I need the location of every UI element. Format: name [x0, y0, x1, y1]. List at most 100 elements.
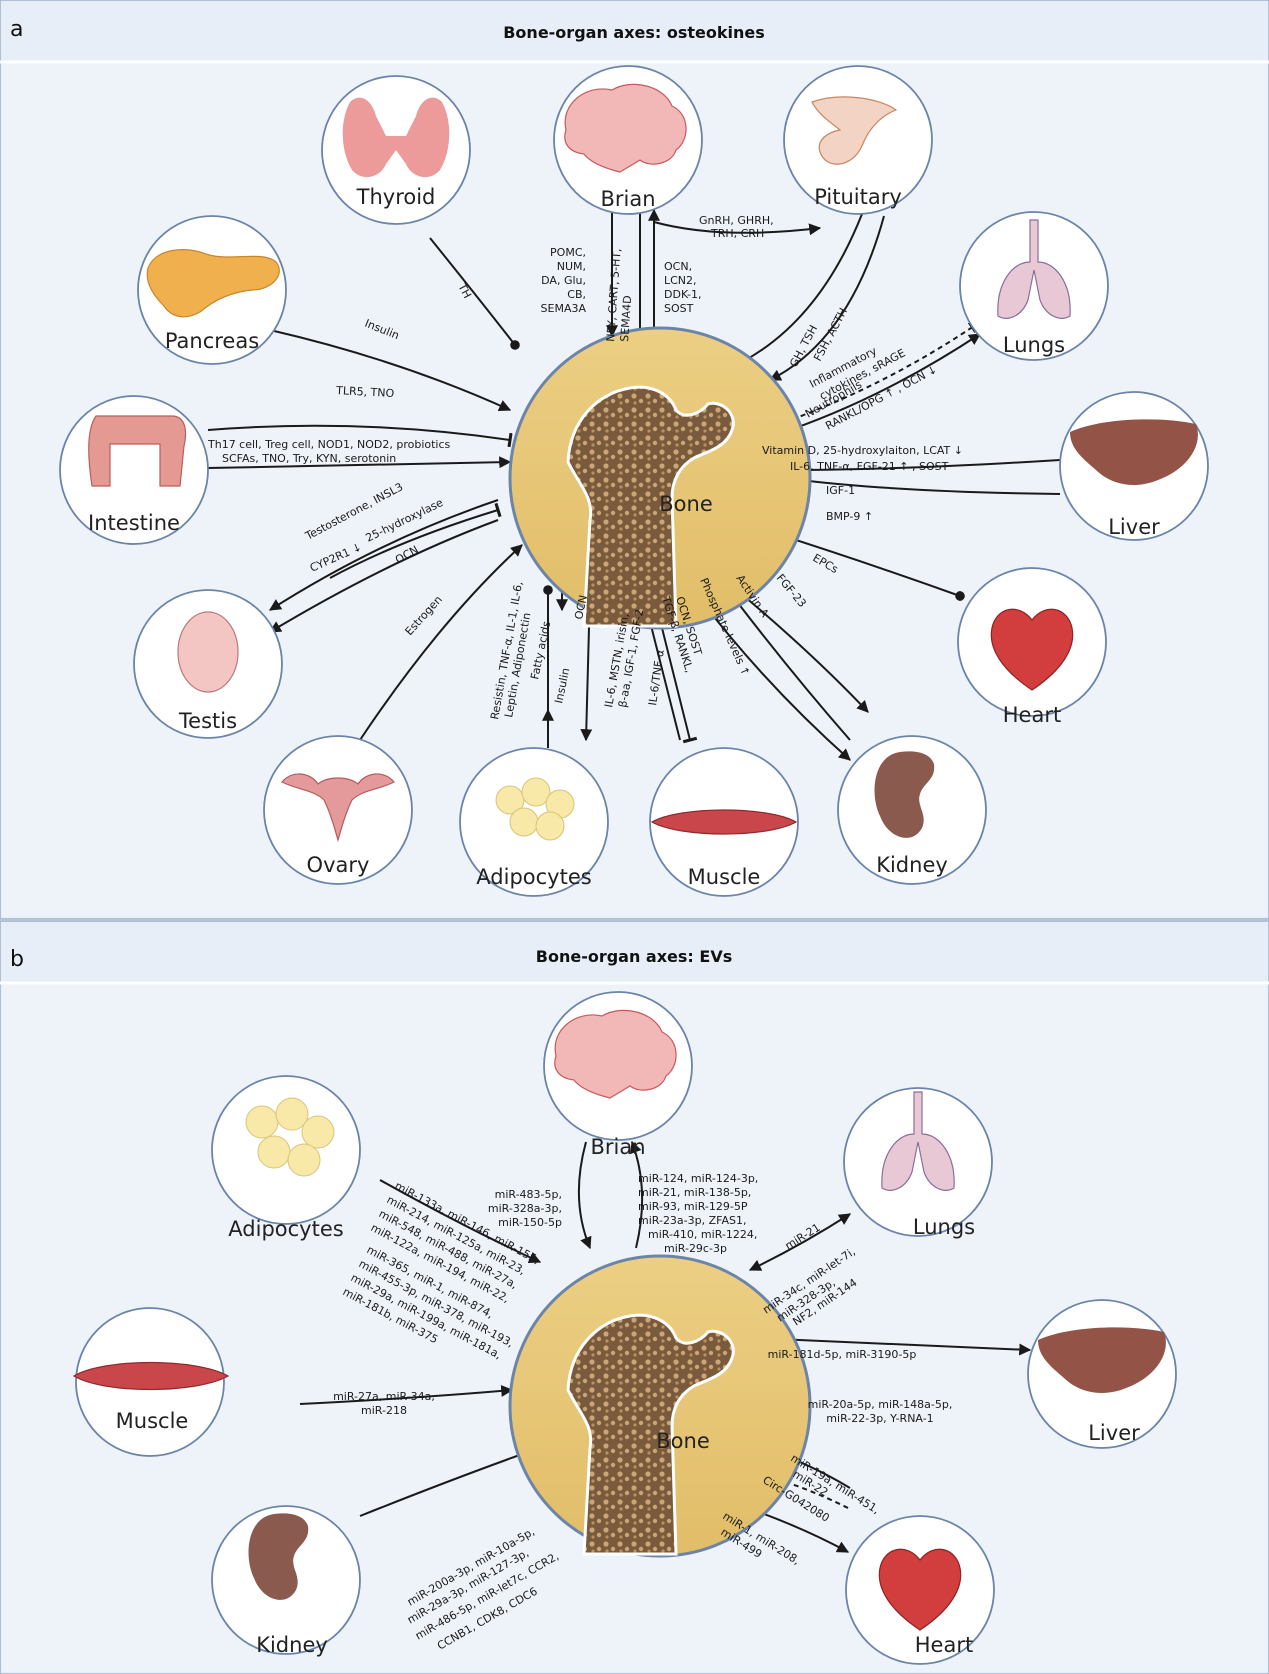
panel-a-letter: a: [10, 17, 23, 42]
edge-label-brain-down-4: CB,: [567, 288, 586, 301]
kidney-icon-b: [248, 1513, 309, 1600]
panel-a-title: Bone-organ axes: osteokines: [503, 23, 765, 42]
testis-icon: [177, 611, 239, 693]
liver-icon-b: [1038, 1327, 1166, 1393]
organ-node-thyroid: Thyroid: [321, 75, 471, 225]
arrowsA-connector-4: [268, 499, 499, 611]
edge-label-liver-2: IGF-1: [826, 484, 855, 497]
organ-node-muscle: Muscle: [649, 747, 799, 897]
organ-label-ovary: Ovary: [307, 853, 370, 877]
edge-label-brain-up-1: OCN,: [664, 260, 692, 273]
lungs-icon: [997, 219, 1071, 319]
arrowsB-connector-5: [750, 1332, 1032, 1356]
organ-label-testis: Testis: [178, 709, 237, 733]
ev-label-brain-up-2: miR-21, miR-138-5p,: [638, 1186, 751, 1199]
organ-node-testis: Testis: [133, 589, 283, 739]
arrowsA-connector-24: [653, 221, 822, 236]
organ-label-b-kidney: Kidney: [256, 1633, 328, 1657]
heart-icon: [990, 608, 1074, 691]
organ-label-lungs: Lungs: [1003, 333, 1065, 357]
bone-node-b: Bone: [508, 1254, 812, 1558]
pancreas-icon: [146, 249, 280, 318]
organ-label-b-lungs: Lungs: [913, 1215, 975, 1239]
arrowsA-connector-6: [268, 519, 499, 633]
ev-label-brain-down-2: miR-328a-3p,: [488, 1202, 562, 1215]
ev-label-muscle-1: miR-27a, miR-34a,: [333, 1390, 435, 1403]
organ-node-lungs: Lungs: [959, 211, 1109, 361]
ev-label-brain-up-4: miR-23a-3p, ZFAS1,: [638, 1214, 746, 1227]
ev-label-brain-up-1: miR-124, miR-124-3p,: [638, 1172, 758, 1185]
arrowsB-connector-1: [299, 1384, 514, 1405]
arrowsA-connector-22: [737, 213, 863, 369]
muscle-icon-b: [72, 1361, 230, 1391]
thyroid-icon: [342, 97, 450, 178]
panel-b-title: Bone-organ axes: EVs: [536, 947, 732, 966]
organ-label-adipocytes: Adipocytes: [476, 865, 591, 889]
lungs-icon-b: [881, 1091, 955, 1191]
edge-label-gnrh-1: GnRH, GHRH,: [699, 214, 774, 227]
ev-label-liver-1: miR-181d-5p, miR-3190-5p: [768, 1348, 917, 1361]
organ-node-b-lungs: Lungs: [843, 1087, 993, 1239]
organ-node-liver: Liver: [1059, 391, 1209, 541]
ev-label-brain-up-5: miR-410, miR-1224,: [648, 1228, 757, 1241]
organ-node-ovary: Ovary: [263, 735, 413, 885]
edge-label-brain-down-1: POMC,: [550, 246, 586, 259]
organ-node-b-muscle: Muscle: [72, 1307, 230, 1457]
adipocytes-icon: [495, 777, 575, 841]
organ-label-b-heart: Heart: [915, 1633, 973, 1657]
brain-icon: [564, 83, 687, 173]
organ-node-intestine: Intestine: [59, 395, 209, 545]
muscle-icon: [650, 809, 798, 835]
organ-label-muscle: Muscle: [688, 865, 761, 889]
edge-label-adipo-4: OCN: [572, 594, 590, 621]
ev-label-brain-down-1: miR-483-5p,: [495, 1188, 562, 1201]
kidney-icon: [874, 751, 935, 838]
edge-label-brain-down-5: SEMA3A: [541, 302, 587, 315]
organ-label-intestine: Intestine: [88, 511, 180, 535]
organ-label-b-adipocytes: Adipocytes: [228, 1217, 343, 1241]
organ-node-b-adipocytes: Adipocytes: [211, 1075, 361, 1241]
edge-label-brain-down-2: NUM,: [557, 260, 586, 273]
arrowsA-connector-18: [798, 475, 1061, 495]
edge-label-brain-down-3: DA, Glu,: [541, 274, 586, 287]
organ-node-kidney: Kidney: [837, 735, 987, 885]
organ-node-pituitary: Pituitary: [783, 65, 933, 215]
organ-node-adipocytes: Adipocytes: [459, 747, 609, 897]
arrowsA-connector-2: [207, 424, 513, 448]
edge-label-intestine-tlr5: TLR5, TNO: [335, 384, 395, 400]
edge-label-liver-3a: IL-6, TNF-α, FGF-21 ↑ , SOST: [790, 460, 949, 473]
heart-icon-b: [878, 1548, 962, 1631]
edge-label-liver-3b: Vitamin D, 25-hydroxylaiton, LCAT ↓: [762, 444, 963, 457]
edge-label-brain-up-4: SOST: [664, 302, 694, 315]
arrowsA-connector-7: [359, 544, 523, 741]
pituitary-icon: [811, 96, 898, 165]
edge-label-intestine-line1: Th17 cell, Treg cell, NOD1, NOD2, probio…: [207, 438, 451, 451]
organ-label-thyroid: Thyroid: [356, 185, 436, 209]
ev-label-brain-down-3: miR-150-5p: [498, 1216, 562, 1229]
liver-icon: [1070, 419, 1198, 485]
arrowsB-connector-7: [744, 1466, 849, 1509]
edge-label-gnrh-2: TRH, CRH: [710, 227, 764, 240]
organ-node-b-heart: Heart: [845, 1515, 995, 1665]
arrowsB-connector-9: [359, 1450, 530, 1517]
organ-label-brian: Brian: [600, 187, 655, 211]
femur-illustration-a: [566, 385, 735, 628]
organ-label-pancreas: Pancreas: [165, 329, 259, 353]
organ-label-kidney: Kidney: [876, 853, 948, 877]
bone-label-b: Bone: [656, 1429, 709, 1453]
organ-label-pituitary: Pituitary: [814, 185, 902, 209]
organ-label-b-muscle: Muscle: [116, 1409, 189, 1433]
arrowsA-connector-5: [329, 502, 502, 579]
organ-label-heart: Heart: [1003, 703, 1061, 727]
ev-label-brain-up-6: miR-29c-3p: [664, 1242, 727, 1255]
organ-node-b-brian: Brian: [543, 991, 693, 1159]
arrowsA-connector-3: [207, 456, 512, 469]
arrowsA-connector-19: [788, 459, 1061, 478]
ev-label-muscle-2: miR-218: [361, 1404, 407, 1417]
adipocytes-icon-b: [245, 1097, 335, 1177]
arrowsB-connector-3: [630, 1140, 644, 1249]
edge-label-brain-down-7: SEMA4D: [618, 295, 634, 342]
organ-label-liver: Liver: [1108, 515, 1160, 539]
organ-node-brian: Brian: [553, 65, 703, 215]
